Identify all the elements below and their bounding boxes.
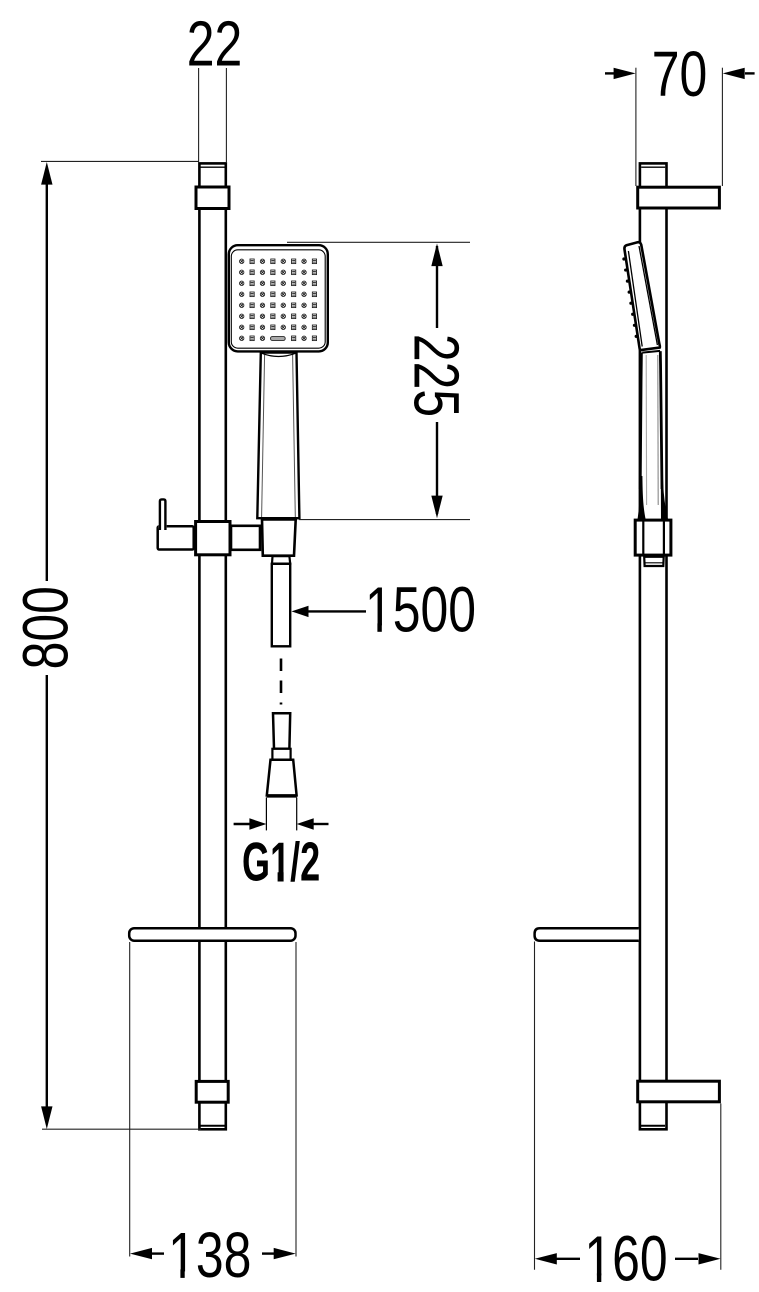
svg-text:G1/2: G1/2 bbox=[242, 831, 320, 893]
svg-text:138: 138 bbox=[168, 1220, 251, 1291]
svg-text:225: 225 bbox=[400, 334, 471, 417]
svg-text:22: 22 bbox=[187, 9, 243, 80]
svg-text:800: 800 bbox=[10, 586, 81, 669]
svg-text:1500: 1500 bbox=[365, 575, 476, 646]
svg-text:70: 70 bbox=[652, 39, 708, 110]
